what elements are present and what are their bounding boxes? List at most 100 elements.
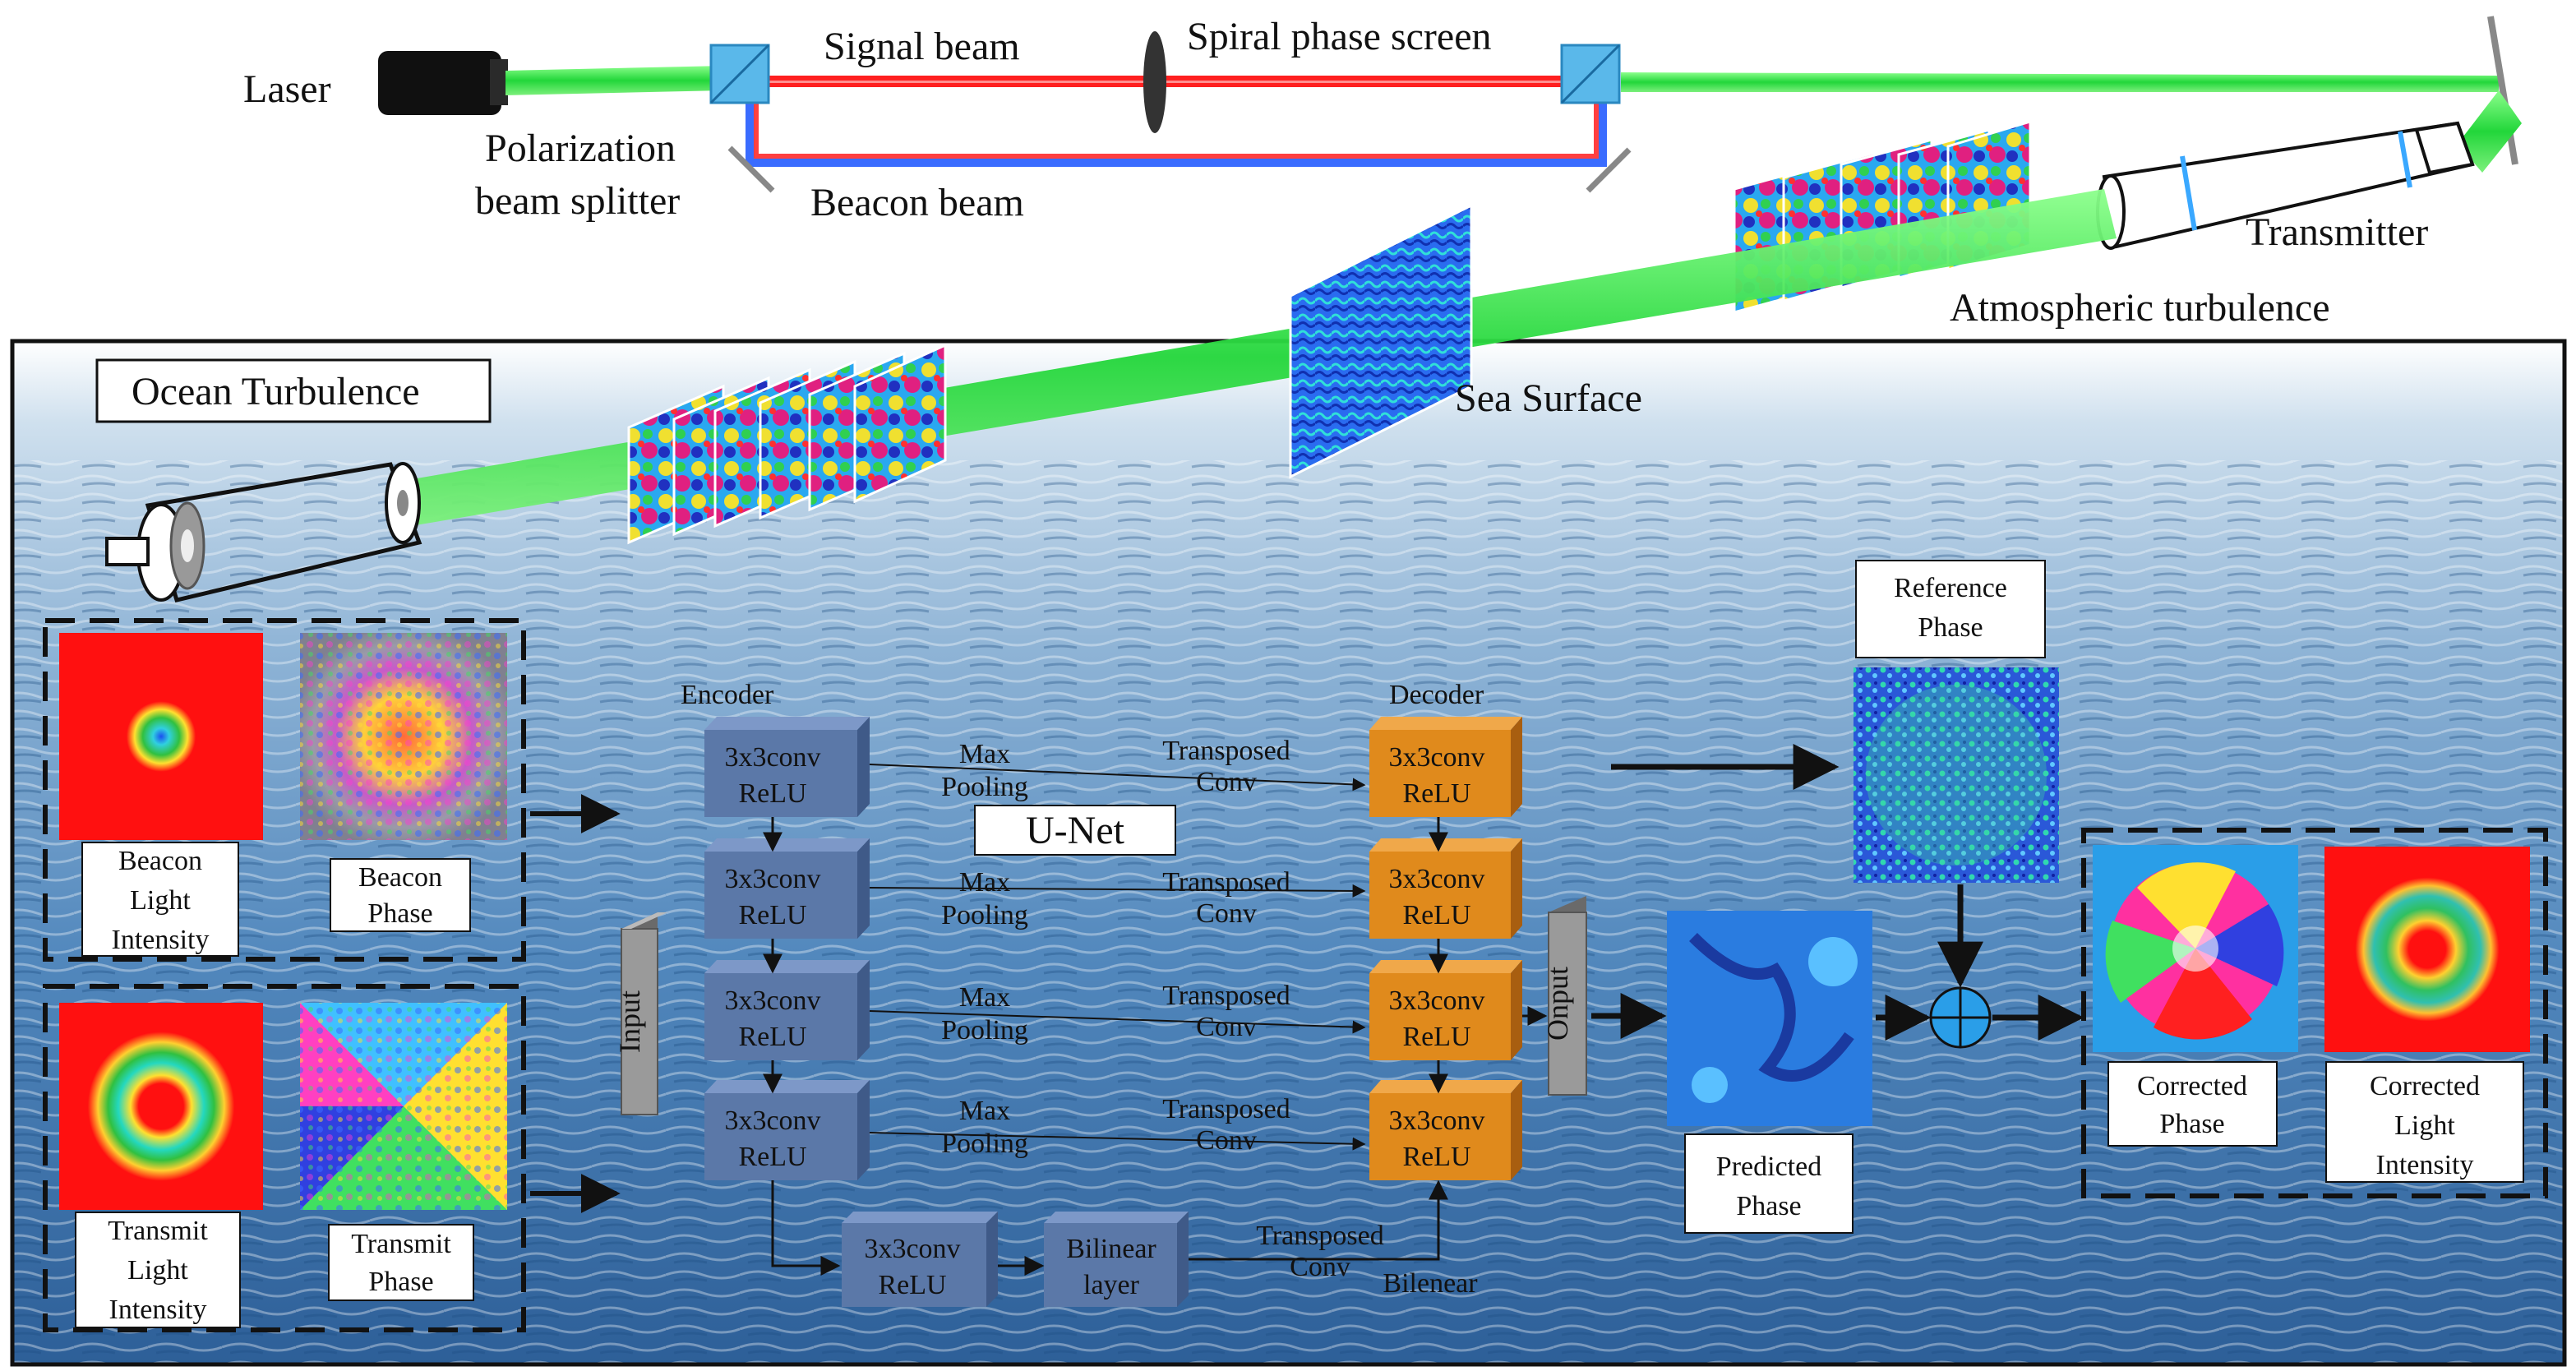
decoder-block-4-l1: 3x3conv bbox=[1388, 1106, 1484, 1136]
tconv-5-l2: Conv bbox=[1290, 1252, 1350, 1282]
beacon-phase-label-2: Phase bbox=[367, 898, 432, 929]
polarization-beam-splitter-right bbox=[1560, 44, 1621, 104]
atmospheric-turbulence-label: Atmospheric turbulence bbox=[1950, 286, 2330, 330]
corrected-phase-label-1: Corrected bbox=[2137, 1071, 2247, 1101]
beacon-phase-label-1: Beacon bbox=[358, 862, 442, 893]
unet-input-label: Input bbox=[613, 990, 646, 1053]
bilinear-layer-l1: Bilinear bbox=[1066, 1234, 1156, 1264]
beacon-intensity-label-1: Beacon bbox=[118, 846, 202, 876]
reference-phase-label-1: Reference bbox=[1894, 573, 2007, 603]
corrected-intensity-label-1: Corrected bbox=[2370, 1071, 2480, 1101]
reference-phase-image bbox=[1854, 667, 2059, 883]
decoder-block-4: 3x3conv ReLU bbox=[1369, 1080, 1522, 1180]
laser-icon bbox=[378, 51, 508, 115]
decoder-block-3-l2: ReLU bbox=[1402, 1022, 1470, 1052]
encoder-block-4-l1: 3x3conv bbox=[724, 1106, 820, 1136]
unet-title: U-Net bbox=[1026, 809, 1125, 852]
receiver-icon bbox=[105, 462, 422, 602]
laser-label: Laser bbox=[243, 67, 331, 111]
bilenear-label: Bilenear bbox=[1383, 1268, 1478, 1299]
tconv-4-l2: Conv bbox=[1196, 1125, 1257, 1156]
encoder-block-1-l1: 3x3conv bbox=[724, 742, 820, 773]
tconv-3-l1: Transposed bbox=[1162, 981, 1290, 1011]
predicted-phase-label-2: Phase bbox=[1736, 1191, 1801, 1221]
tconv-4-l1: Transposed bbox=[1162, 1094, 1290, 1124]
tconv-3-l2: Conv bbox=[1196, 1012, 1257, 1042]
reference-phase-label-2: Phase bbox=[1918, 612, 1983, 643]
tconv-1-l2: Conv bbox=[1196, 767, 1257, 797]
tconv-2-l2: Conv bbox=[1196, 898, 1257, 929]
spiral-phase-screen-icon bbox=[1143, 31, 1166, 133]
encoder-block-4: 3x3conv ReLU bbox=[704, 1080, 870, 1180]
maxpool-4-l1: Max bbox=[959, 1096, 1010, 1126]
transmitter-label: Transmitter bbox=[2246, 210, 2428, 254]
laser-beam bbox=[506, 66, 723, 95]
encoder-block-2-l2: ReLU bbox=[738, 900, 806, 930]
corrected-output-group bbox=[2081, 828, 2548, 1198]
maxpool-2-l2: Pooling bbox=[941, 900, 1028, 930]
maxpool-1-l2: Pooling bbox=[941, 772, 1028, 802]
transmit-phase-label-1: Transmit bbox=[351, 1229, 451, 1259]
decoder-block-3-l1: 3x3conv bbox=[1388, 986, 1484, 1016]
predicted-phase-image bbox=[1667, 911, 1872, 1126]
ocean-turbulence-box bbox=[95, 358, 492, 423]
sea-surface-screen bbox=[1289, 203, 1473, 479]
encoder-block-3-l2: ReLU bbox=[738, 1022, 806, 1052]
tconv-1-l1: Transposed bbox=[1162, 736, 1290, 766]
unet-title-box bbox=[974, 805, 1176, 856]
skip-connections bbox=[869, 764, 1366, 1151]
transmit-intensity-label-2: Light bbox=[127, 1255, 188, 1286]
encoder-block-3: 3x3conv ReLU bbox=[704, 960, 870, 1060]
predicted-phase-label-1: Predicted bbox=[1716, 1152, 1821, 1182]
decoder-label: Decoder bbox=[1389, 680, 1484, 710]
corrected-intensity-image bbox=[2324, 847, 2530, 1052]
maxpool-4-l2: Pooling bbox=[941, 1129, 1028, 1159]
signal-beam-label: Signal beam bbox=[824, 25, 1020, 68]
decoder-block-2: 3x3conv ReLU bbox=[1369, 838, 1522, 939]
transmit-phase-label-2: Phase bbox=[368, 1267, 433, 1297]
encoder-block-2-l1: 3x3conv bbox=[724, 864, 820, 894]
mirror-right bbox=[1586, 147, 1632, 193]
pbs-label-line2: beam splitter bbox=[475, 179, 680, 223]
decoder-block-1-l2: ReLU bbox=[1402, 778, 1470, 809]
bottleneck-conv-l2: ReLU bbox=[878, 1270, 946, 1300]
decoder-block-2-l1: 3x3conv bbox=[1388, 864, 1484, 894]
corrected-intensity-label-box bbox=[2325, 1061, 2524, 1183]
beacon-beam-label: Beacon beam bbox=[810, 181, 1024, 224]
pbs-label-line1: Polarization bbox=[485, 127, 676, 170]
maxpool-1-l1: Max bbox=[959, 739, 1010, 769]
bilinear-layer-block: Bilinear layer bbox=[1044, 1212, 1189, 1307]
beacon-intensity-image bbox=[59, 633, 263, 840]
polarization-beam-splitter-left bbox=[709, 44, 770, 104]
unet-output-block bbox=[1548, 896, 1587, 1096]
transmit-input-group bbox=[43, 984, 526, 1332]
corrected-phase-label-2: Phase bbox=[2159, 1109, 2224, 1139]
transmit-intensity-label-3: Intensity bbox=[109, 1295, 207, 1325]
beacon-input-group bbox=[43, 618, 526, 962]
corrected-phase-image bbox=[2093, 845, 2298, 1052]
predicted-phase-label-box bbox=[1684, 1133, 1854, 1234]
beacon-beam-line bbox=[746, 87, 1607, 167]
decoder-block-1-l1: 3x3conv bbox=[1388, 742, 1484, 773]
encoder-block-1-l2: ReLU bbox=[738, 778, 806, 809]
maxpool-3-l1: Max bbox=[959, 982, 1010, 1013]
encoder-block-3-l1: 3x3conv bbox=[724, 986, 820, 1016]
tconv-5-l1: Transposed bbox=[1256, 1221, 1384, 1251]
decoder-block-4-l2: ReLU bbox=[1402, 1142, 1470, 1172]
tconv-2-l1: Transposed bbox=[1162, 867, 1290, 898]
encoder-block-4-l2: ReLU bbox=[738, 1142, 806, 1172]
optical-bench: Laser Signal beam Spiral phase screen Be… bbox=[243, 15, 2522, 224]
bottleneck-conv-l1: 3x3conv bbox=[864, 1234, 960, 1264]
corrected-intensity-label-3: Intensity bbox=[2376, 1150, 2474, 1180]
maxpool-3-l2: Pooling bbox=[941, 1015, 1028, 1046]
encoder-block-2: 3x3conv ReLU bbox=[704, 838, 870, 939]
decoder-block-1: 3x3conv ReLU bbox=[1369, 717, 1522, 817]
beacon-intensity-label-3: Intensity bbox=[112, 925, 210, 955]
unet-input-block bbox=[621, 912, 667, 1115]
unet-output-label: Onput bbox=[1541, 967, 1574, 1041]
corrected-phase-label-box bbox=[2107, 1061, 2278, 1147]
adder-icon bbox=[1929, 986, 1992, 1049]
transmit-intensity-image bbox=[59, 1003, 263, 1210]
sea-surface-label: Sea Surface bbox=[1455, 376, 1642, 420]
